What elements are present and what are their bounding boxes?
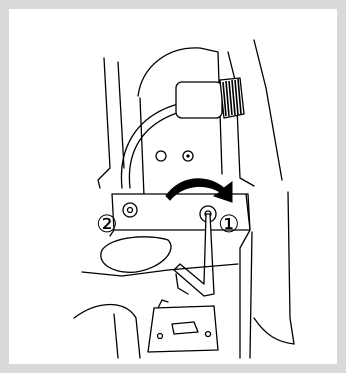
lower-frame-left (74, 305, 140, 359)
lower-foot-top (158, 300, 168, 308)
left-housing-inner (118, 62, 124, 168)
right-panel (228, 52, 254, 186)
left-housing (98, 58, 110, 188)
cable-inner (129, 112, 180, 188)
callout-step-1: ① (218, 210, 240, 238)
column-hole-left (156, 151, 166, 161)
installation-diagram: ② ① (18, 18, 346, 373)
right-panel-outer (254, 40, 282, 180)
column-hole-right-dot (187, 155, 189, 157)
lower-frame-left-inner (114, 314, 118, 358)
right-lower-column (288, 192, 294, 344)
lower-shelf (82, 264, 238, 276)
lower-frame-right (254, 318, 294, 344)
right-leg-inner (250, 232, 252, 358)
lower-foot (148, 306, 218, 352)
oval-cutout (101, 237, 171, 272)
rear-column-left-edge (140, 98, 144, 196)
callout-step-2: ② (96, 210, 118, 238)
connector-body (176, 82, 222, 118)
